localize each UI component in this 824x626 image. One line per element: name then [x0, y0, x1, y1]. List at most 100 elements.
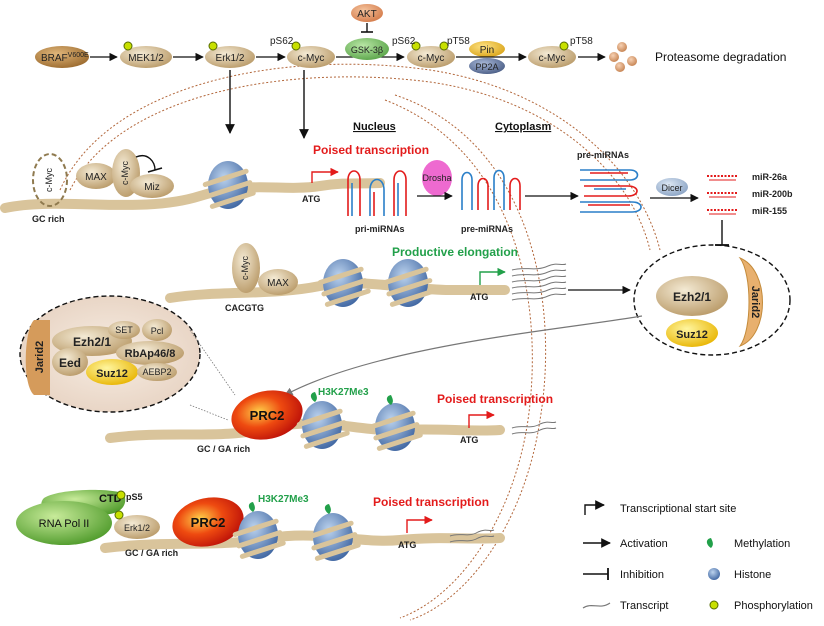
atg-label-r4: ATG — [398, 540, 416, 550]
pre-mirnas-cyto-label: pre-miRNAs — [577, 150, 629, 160]
rbap-node — [116, 341, 184, 365]
erk-label: Erk1/2 — [216, 53, 245, 64]
erk-label-r4: Erk1/2 — [124, 523, 150, 533]
mek-node — [120, 46, 172, 68]
miz-node — [130, 174, 174, 198]
nuclear-envelope-inner — [384, 99, 533, 619]
inhibit-cmyc-miz — [135, 155, 156, 171]
legend-inhibition-label: Inhibition — [620, 569, 664, 581]
legend-tss-symbol — [584, 500, 605, 515]
legend-histone-symbol — [708, 568, 720, 580]
erk-node — [205, 46, 255, 68]
rbap-label: RbAp46/8 — [125, 348, 176, 360]
poised-label-r4: Poised transcription — [373, 495, 489, 509]
drosha-label: Drosha — [422, 173, 451, 183]
mir200b-label: miR-200b — [752, 189, 793, 199]
prc2-complex-circle: Ezh2/1 Suz12 Jarid2 — [633, 244, 791, 356]
aebp2-node — [137, 363, 177, 381]
arrow-prc2-recruit — [284, 315, 643, 396]
pri-mirnas-label: pri-miRNAs — [355, 224, 405, 234]
cmyc-label-1: c-Myc — [298, 53, 325, 64]
miz-label: Miz — [144, 182, 160, 193]
methyl-row3-a — [310, 392, 317, 402]
cytoplasm-label: Cytoplasm — [495, 121, 551, 133]
pt58-label-2: pT58 — [570, 36, 593, 47]
ps62-label-1: pS62 — [270, 36, 294, 47]
gsk-node — [345, 38, 389, 60]
top-signaling-chain: BRAFV600E MEK1/2 Erk1/2 pS62 c-Myc AKT G… — [35, 4, 786, 74]
transcripts-r4 — [449, 529, 495, 543]
pre-mirnas-nucleus: pre-miRNAs — [461, 169, 521, 234]
tss-arrow-r3 — [468, 410, 495, 428]
cmyc-node-3 — [528, 46, 576, 68]
row1-promoter: c-Myc GC rich MAX c-Myc Miz ATG Poised t… — [0, 143, 429, 224]
gsk-label: GSK-3β — [351, 45, 383, 55]
legend-transcript-label: Transcript — [620, 600, 669, 612]
poised-label-r3: Poised transcription — [437, 392, 553, 406]
cmyc-dashed — [32, 153, 68, 207]
cmyc-node-r2 — [232, 243, 260, 293]
legend-activation-label: Activation — [620, 538, 668, 550]
pp2a-node — [469, 58, 505, 74]
eed-node — [52, 348, 88, 376]
mek-label: MEK1/2 — [128, 53, 164, 64]
braf-node — [35, 46, 89, 68]
transcripts-r2 — [511, 263, 567, 301]
cmyc-label-r2: c-Myc — [240, 256, 250, 280]
row4-promoter: CTD pS5 RNA Pol II Erk1/2 PRC2 H3K27Me3 … — [16, 489, 505, 562]
legend-tss-label: Transcriptional start site — [620, 503, 736, 515]
cmyc-label-r1: c-Myc — [120, 161, 130, 185]
histone-row3-a — [296, 401, 351, 450]
ezh2-node-r2 — [656, 276, 728, 316]
pt58-label-1: pT58 — [447, 36, 470, 47]
ps5-label: pS5 — [126, 492, 143, 502]
pre-mirnas-cytoplasm — [580, 169, 642, 213]
legend-phosphorylation-label: Phosphorylation — [734, 600, 813, 612]
gc-rich-label: GC rich — [32, 214, 65, 224]
legend-histone-label: Histone — [734, 569, 771, 581]
atg-label-r1: ATG — [302, 194, 320, 204]
jarid2-label-complex: Jarid2 — [34, 341, 46, 373]
cmyc-node-2 — [407, 46, 455, 68]
max-label-r2: MAX — [267, 278, 289, 289]
drosha-node — [422, 160, 452, 196]
nuclear-envelope — [394, 94, 547, 621]
pre-mirnas-nuc-label: pre-miRNAs — [461, 224, 513, 234]
suz12-label-r2: Suz12 — [676, 329, 708, 341]
row2-promoter: c-Myc MAX CACGTG ATG Productive elongati… — [165, 243, 567, 313]
dna-strand-row1 — [0, 178, 385, 213]
cell-membrane-outer — [59, 63, 661, 251]
histone-row3-b — [369, 403, 424, 452]
jarid2-label-r2: Jarid2 — [749, 286, 761, 318]
tss-arrow-r1 — [311, 167, 339, 183]
legend-methylation-label: Methylation — [734, 538, 790, 550]
h3k27-label-r3: H3K27Me3 — [318, 387, 369, 398]
phospho-mek — [123, 41, 133, 51]
methyl-row3-b — [386, 395, 393, 405]
tss-arrow-r2 — [479, 267, 506, 285]
set-node — [108, 321, 140, 339]
akt-node — [351, 4, 383, 22]
phospho-cmyc-3 — [559, 41, 569, 51]
cell-membrane-inner — [69, 76, 651, 251]
pcl-label: Pcl — [151, 326, 164, 336]
dna-strand-row4 — [100, 530, 505, 553]
methyl-row4-a — [248, 502, 255, 512]
transcripts-r3 — [511, 421, 557, 435]
suz12-node-complex — [86, 359, 138, 385]
prc2-label-r4: PRC2 — [191, 515, 226, 530]
pin-node — [469, 41, 505, 57]
ctd-label: CTD — [99, 493, 122, 505]
zoom-line-bottom — [189, 404, 229, 421]
histone-row4-b — [307, 513, 362, 562]
pp2a-label: PP2A — [475, 62, 498, 72]
cmyc-label-2: c-Myc — [418, 53, 445, 64]
zoom-line-top — [189, 329, 236, 396]
proteasome-label: Proteasome degradation — [655, 50, 786, 64]
suz12-label-complex: Suz12 — [96, 368, 128, 380]
mature-mirnas: miR-26a miR-200b miR-155 — [707, 172, 793, 216]
poised-label-r1: Poised transcription — [313, 143, 429, 157]
ps62-label-2: pS62 — [392, 36, 416, 47]
pin-label: Pin — [480, 45, 494, 56]
